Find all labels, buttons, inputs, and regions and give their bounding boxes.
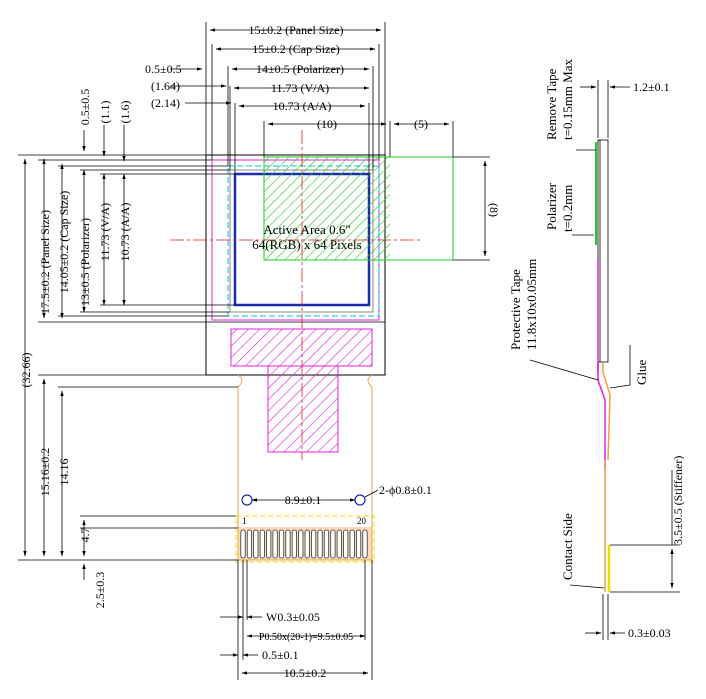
dim-holes: 2-ϕ0.8±0.1 [379,483,432,497]
contact-pad [298,529,304,559]
contact-pad [311,529,317,559]
dim-tape-8: (8) [487,203,501,217]
fpc-thickness-label: 0.3±0.03 [628,626,671,640]
glue-label: Glue [634,360,649,386]
side-view [529,80,680,640]
fpc-outline [237,374,373,561]
left-dimensions [18,125,238,580]
stiffener-label: 3.5±0.5 (Stiffener) [671,456,685,545]
contact-pad [355,529,362,559]
stiffener-outline [235,515,375,563]
contact-pad [304,529,310,559]
dim-fpc-14: 14.16 [57,459,71,486]
contact-pad [272,529,278,559]
dim-fpc-25: 2.5±0.3 [93,572,107,609]
dim-polarizer: 14±0.5 (Polarizer) [256,62,344,76]
dim-tape-10: (10) [317,117,337,131]
contact-side-label: Contact Side [560,513,575,580]
remove-tape-thickness: t=0.15mm Max [560,59,575,140]
dim-aa: 10.73 (A/A) [273,99,332,113]
dim-v-16: (1.6) [118,101,132,124]
dim-pol-height: 13±0.5 (Polarizer) [78,218,92,306]
alignment-hole-left [241,494,253,506]
dim-offset-164: (1.64) [151,79,180,93]
dim-hole-pitch: 8.9±0.1 [285,493,322,507]
pin-1-label: 1 [242,516,247,526]
dim-v-11: (1.1) [98,101,112,124]
dim-edge: 0.5±0.1 [262,648,299,662]
contact-pads [238,527,372,560]
dim-pin-width: W0.3±0.05 [266,610,320,624]
contact-pad [336,529,342,559]
dim-aa-height: 10.73 (A/A) [118,203,132,262]
dim-va-height: 11.73 (V/A) [98,203,112,261]
right-dimension [453,156,490,261]
pin-20-label: 20 [357,516,367,526]
contact-pad [349,529,355,559]
driver-ic [230,328,373,367]
pixels-label: 64(RGB) x 64 Pixels [252,237,361,252]
dim-fpc-47: 4.7 [78,528,92,543]
dim-v-05: 0.5±0.5 [78,89,92,126]
contact-pad [240,529,246,559]
dim-cap-size: 15±0.2 (Cap Size) [252,42,340,56]
dim-va: 11.73 (V/A) [271,81,329,95]
dim-pin-pitch: P0.50x(20-1)=9.5±0.05 [259,632,353,643]
bottom-dimensions [220,489,379,680]
protective-tape-hatch [264,157,390,260]
contact-pad [317,529,323,559]
front-view [170,130,454,563]
dim-offset-214: (2.14) [151,96,180,110]
left-dim-labels: (32.66) 17.5±0.2 (Panel Size) 14.05±0.2 … [19,89,132,609]
contact-pad [330,529,336,559]
dim-offset-05: 0.5±0.5 [145,62,182,76]
top-dimensions [170,22,454,174]
dim-cap-height: 14.05±0.2 (Cap Size) [57,191,71,294]
dim-panel-size: 15±0.2 (Panel Size) [249,23,344,37]
remove-tape-label: Remove Tape [544,68,559,140]
contact-pad [285,529,291,559]
side-labels: Remove Tape t=0.15mm Max 1.2±0.1 Polariz… [508,59,685,640]
fpc-stem [267,366,339,453]
dim-tape-5: (5) [414,117,428,131]
contact-pad [259,529,265,559]
contact-pad [246,529,253,559]
contact-pad [362,529,368,559]
dim-fpc-15: 15.16±0.2 [38,448,52,497]
dim-total-width: 10.5±0.2 [284,666,327,680]
polarizer-label: Polarizer [544,182,559,230]
protective-tape-label: Protective Tape [508,269,523,350]
dim-total-height: (32.66) [19,353,33,388]
active-area-label: Active Area 0.6" [263,222,350,237]
contact-pad [253,529,259,559]
contact-pad [291,529,297,559]
dim-panel-height: 17.5±0.2 (Panel Size) [38,210,52,314]
contact-pad [343,529,349,559]
contact-pad [278,529,285,559]
alignment-hole-right [354,494,366,506]
contact-pad [323,529,330,559]
polarizer-thickness: t=0.2mm [560,185,575,232]
side-thickness-label: 1.2±0.1 [633,80,670,94]
protective-tape-size: 11.8x10x0.05mm [524,259,539,350]
contact-pad [266,529,272,559]
